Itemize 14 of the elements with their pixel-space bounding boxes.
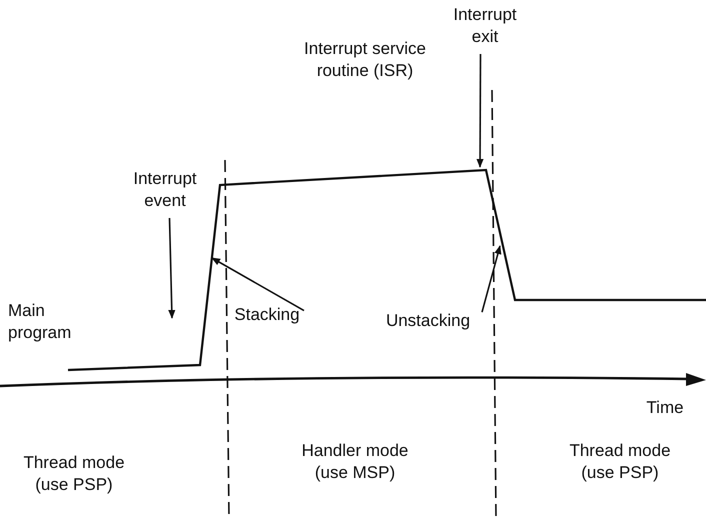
signal-label: Main program — [8, 300, 72, 344]
annotation-text: Unstacking — [378, 310, 478, 332]
isr-label: Interrupt service routine (ISR) — [303, 38, 427, 82]
arrow — [211, 257, 304, 312]
arrow — [481, 245, 502, 312]
axis-label: Time — [645, 397, 685, 419]
arrow — [168, 218, 176, 319]
mode-label: Thread mode (use PSP) — [22, 452, 126, 496]
annotation-text: Interrupt exit — [440, 4, 530, 48]
mode-label: Handler mode (use MSP) — [300, 440, 410, 484]
arrow — [476, 54, 484, 168]
annotation-text: Stacking — [226, 304, 308, 326]
annotation-text: Interrupt event — [120, 168, 210, 212]
mode-label: Thread mode (use PSP) — [568, 440, 672, 484]
